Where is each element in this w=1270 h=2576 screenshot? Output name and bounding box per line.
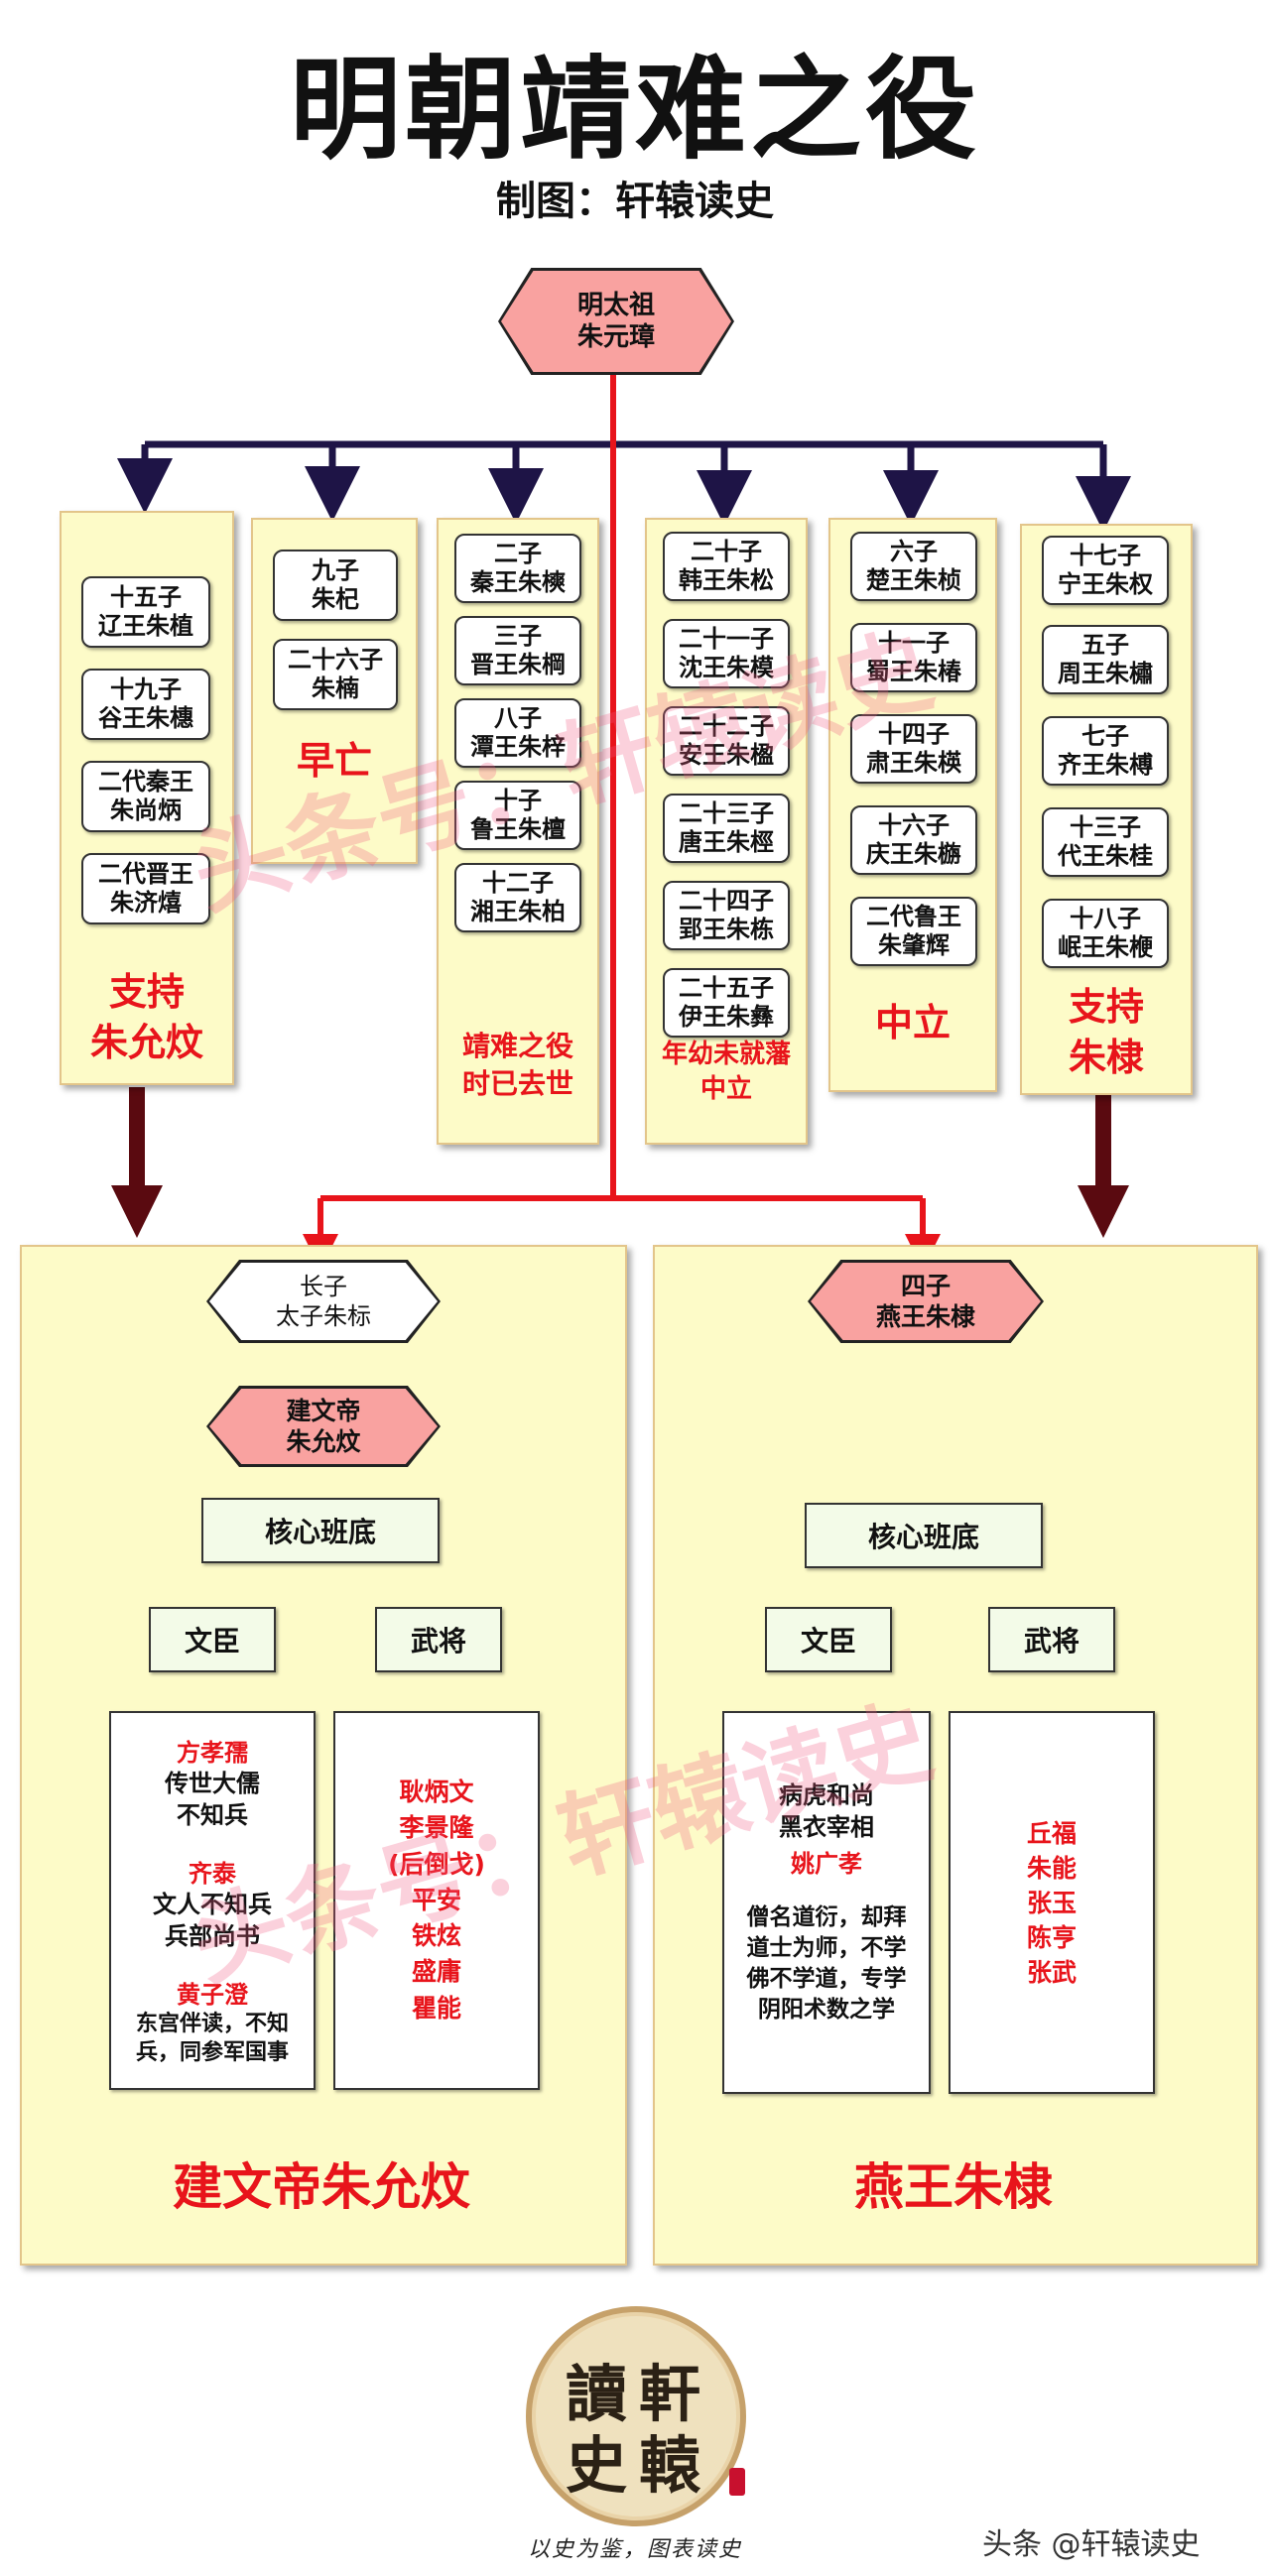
member-tag: 十六子 庆王朱㮵 — [850, 805, 977, 875]
panel-footer-yan: 燕王朱棣 — [854, 2158, 1053, 2216]
official-name: 黄子澄 — [177, 1980, 248, 2009]
brand-seal-logo: 讀 軒 史 轅 — [526, 2306, 746, 2526]
military-box: 武将 — [375, 1607, 502, 1672]
member-tag: 九子 朱杞 — [273, 550, 398, 621]
yan-civil-title: 病虎和尚 黑衣宰相 — [779, 1781, 874, 1842]
member-tag: 十五子 辽王朱植 — [81, 576, 210, 648]
column-label: 年幼未就藩 中立 — [661, 1040, 791, 1105]
column-died-young: 九子 朱杞 二十六子 朱楠 早亡 — [251, 518, 418, 864]
column-label: 支持 朱允炆 — [89, 970, 203, 1065]
member-tag: 六子 楚王朱桢 — [850, 532, 977, 601]
prince-node: 长子 太子朱标 — [206, 1260, 441, 1343]
yan-prince-label: 四子 燕王朱棣 — [811, 1263, 1041, 1340]
official-desc: 文人不知兵 兵部尚书 — [153, 1890, 272, 1951]
core-team-box: 核心班底 — [201, 1498, 440, 1563]
root-label: 明太祖 朱元璋 — [501, 271, 731, 372]
column-deceased: 二子 秦王朱樉 三子 晋王朱棡 八子 潭王朱梓 十子 鲁王朱檀 十二子 湘王朱柏… — [437, 518, 599, 1145]
member-tag: 二代晋王 朱济熺 — [81, 853, 210, 924]
column-label: 中立 — [874, 1001, 951, 1044]
page-subtitle: 制图：轩辕读史 — [496, 179, 774, 224]
member-tag: 二十六子 朱楠 — [273, 639, 398, 710]
root-node: 明太祖 朱元璋 — [498, 268, 734, 375]
member-tag: 二十二子 安王朱楹 — [663, 706, 790, 776]
yan-civil-list: 病虎和尚 黑衣宰相 姚广孝 僧名道衍，却拜 道士为师，不学 佛不学道，专学 阴阳… — [722, 1711, 931, 2094]
yan-civil-desc: 僧名道衍，却拜 道士为师，不学 佛不学道，专学 阴阳术数之学 — [746, 1903, 907, 2023]
member-tag: 十四子 肃王朱楧 — [850, 714, 977, 784]
column-support-zhudi: 十七子 宁王朱权 五子 周王朱橚 七子 齐王朱榑 十三子 代王朱桂 十八子 岷王… — [1020, 524, 1193, 1095]
military-box: 武将 — [988, 1607, 1115, 1672]
official-desc: 东宫伴读，不知 兵，同参军国事 — [135, 2011, 289, 2066]
core-team-box: 核心班底 — [805, 1503, 1043, 1568]
civil-box: 文臣 — [765, 1607, 892, 1672]
member-tag: 十八子 岷王朱楩 — [1042, 899, 1169, 968]
seal-char: 轅 — [639, 2429, 701, 2502]
seal-char: 軒 — [639, 2358, 701, 2430]
yan-civil-name: 姚广孝 — [791, 1849, 862, 1878]
member-tag: 三子 晋王朱棡 — [454, 616, 581, 685]
member-tag: 十二子 湘王朱柏 — [454, 863, 581, 932]
member-tag: 二十五子 伊王朱彝 — [663, 968, 790, 1038]
member-tag: 十九子 谷王朱橞 — [81, 669, 210, 740]
column-neutral: 六子 楚王朱桢 十一子 蜀王朱椿 十四子 肃王朱楧 十六子 庆王朱㮵 二代鲁王 … — [828, 518, 997, 1092]
generals-list: 耿炳文 李景隆 (后倒戈) 平安 铁炫 盛庸 瞿能 — [333, 1711, 540, 2090]
seal-motto: 以史为鉴，图表读史 — [527, 2537, 742, 2562]
column-label: 早亡 — [296, 739, 372, 783]
panel-footer-jianwen: 建文帝朱允炆 — [173, 2158, 470, 2216]
member-tag: 二十一子 沈王朱模 — [663, 619, 790, 688]
member-tag: 十三子 代王朱桂 — [1042, 807, 1169, 877]
column-label: 支持 朱棣 — [1068, 985, 1144, 1080]
column-support-yunwen: 十五子 辽王朱植 十九子 谷王朱橞 二代秦王 朱尚炳 二代晋王 朱济熺 支持 朱… — [60, 511, 234, 1085]
credit-label: 头条 @轩辕读史 — [982, 2527, 1201, 2562]
member-tag: 十一子 蜀王朱椿 — [850, 623, 977, 692]
seal-stamp-icon — [729, 2468, 745, 2496]
generals-names: 耿炳文 李景隆 (后倒戈) 平安 铁炫 盛庸 瞿能 — [388, 1778, 485, 2023]
official-name: 方孝孺 — [177, 1739, 248, 1768]
prince-label: 长子 太子朱标 — [209, 1263, 438, 1340]
member-tag: 八子 潭王朱梓 — [454, 698, 581, 768]
member-tag: 二代鲁王 朱肇辉 — [850, 897, 977, 966]
member-tag: 五子 周王朱橚 — [1042, 625, 1169, 694]
emperor-node: 建文帝 朱允炆 — [206, 1386, 441, 1467]
seal-char: 讀 — [566, 2358, 628, 2430]
civil-box: 文臣 — [149, 1607, 276, 1672]
member-tag: 七子 齐王朱榑 — [1042, 716, 1169, 786]
seal-char: 史 — [566, 2429, 628, 2502]
member-tag: 十七子 宁王朱权 — [1042, 536, 1169, 605]
official-name: 齐泰 — [189, 1859, 236, 1888]
page-title: 明朝靖难之役 — [290, 46, 980, 175]
member-tag: 十子 鲁王朱檀 — [454, 781, 581, 850]
yan-generals-list: 丘福 朱能 张玉 陈亨 张武 — [949, 1711, 1155, 2094]
yan-generals-names: 丘福 朱能 张玉 陈亨 张武 — [1026, 1818, 1077, 1987]
member-tag: 二十四子 郢王朱栋 — [663, 881, 790, 950]
member-tag: 二代秦王 朱尚炳 — [81, 761, 210, 832]
member-tag: 二十子 韩王朱松 — [663, 532, 790, 601]
official-desc: 传世大儒 不知兵 — [165, 1770, 260, 1830]
yan-prince-node: 四子 燕王朱棣 — [808, 1260, 1044, 1343]
emperor-label: 建文帝 朱允炆 — [209, 1389, 438, 1464]
column-label: 靖难之役 时已去世 — [461, 1030, 573, 1100]
member-tag: 二子 秦王朱樉 — [454, 534, 581, 603]
civil-officials-list: 方孝孺 传世大儒 不知兵 齐泰 文人不知兵 兵部尚书 黄子澄 东宫伴读，不知 兵… — [109, 1711, 316, 2090]
column-young-neutral: 二十子 韩王朱松 二十一子 沈王朱模 二十二子 安王朱楹 二十三子 唐王朱桱 二… — [645, 518, 808, 1145]
member-tag: 二十三子 唐王朱桱 — [663, 794, 790, 863]
